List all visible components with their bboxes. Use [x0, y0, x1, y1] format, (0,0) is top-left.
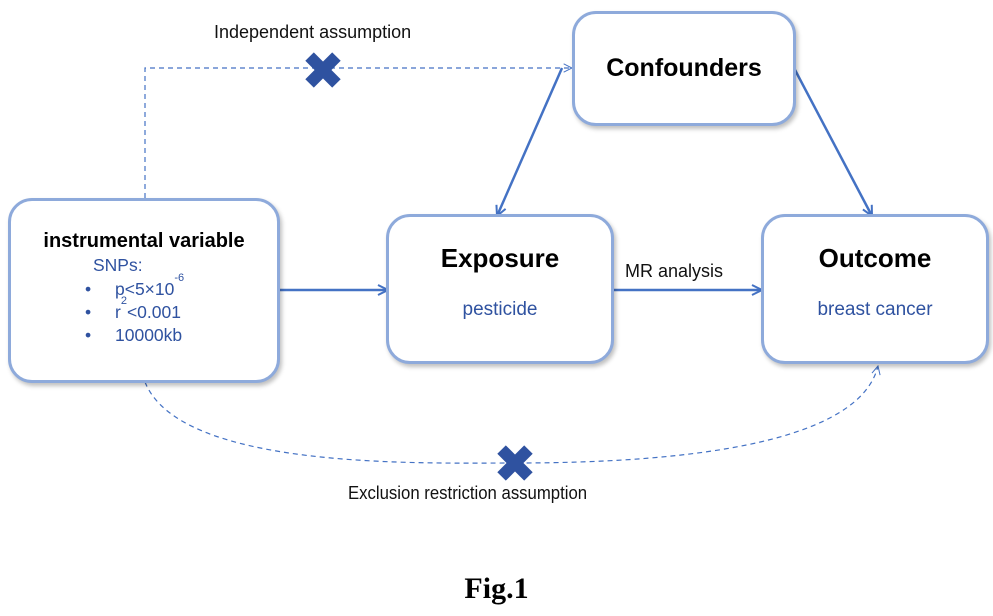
- criterion-text: p<5×10: [115, 279, 175, 299]
- criterion-exponent: 2: [120, 295, 127, 307]
- exposure-subtitle: pesticide: [462, 299, 538, 320]
- edge-iv-to-confounders: [144, 68, 572, 198]
- edge-iv-to-outcome: [144, 366, 878, 464]
- criterion-exponent: -6: [174, 272, 185, 284]
- criterion-text: r: [115, 302, 121, 322]
- mr-analysis-label: MR analysis: [625, 261, 724, 281]
- outcome-node[interactable]: Outcome breast cancer: [761, 214, 989, 364]
- cross-icon-independent: [305, 52, 341, 88]
- outcome-title: Outcome: [818, 243, 932, 273]
- figure-caption: Fig.1: [464, 572, 529, 605]
- instrumental-variable-title: instrumental variable: [43, 230, 245, 252]
- cross-icon-exclusion: [497, 445, 533, 481]
- confounders-node[interactable]: Confounders: [572, 11, 796, 126]
- criterion-pvalue: • p<5×10-6: [85, 272, 185, 301]
- independent-assumption-label: Independent assumption: [214, 22, 412, 42]
- bullet: •: [85, 302, 92, 322]
- bullet: •: [85, 279, 92, 299]
- outcome-subtitle: breast cancer: [817, 299, 933, 320]
- exposure-title: Exposure: [440, 243, 560, 273]
- exposure-node[interactable]: Exposure pesticide: [386, 214, 614, 364]
- instrumental-variable-node[interactable]: instrumental variable SNPs: • p<5×10-6 •…: [8, 198, 280, 383]
- criterion-text-post: <0.001: [126, 302, 181, 322]
- snp-heading: SNPs:: [93, 255, 143, 275]
- edge-confounders-to-outcome: [792, 67, 874, 216]
- bullet: •: [85, 325, 92, 345]
- edge-confounders-to-exposure: [497, 67, 564, 216]
- criterion-text: 10000kb: [115, 325, 183, 345]
- exclusion-restriction-label: Exclusion restriction assumption: [348, 483, 588, 503]
- criterion-window: • 10000kb: [85, 324, 184, 347]
- confounders-title: Confounders: [606, 54, 762, 82]
